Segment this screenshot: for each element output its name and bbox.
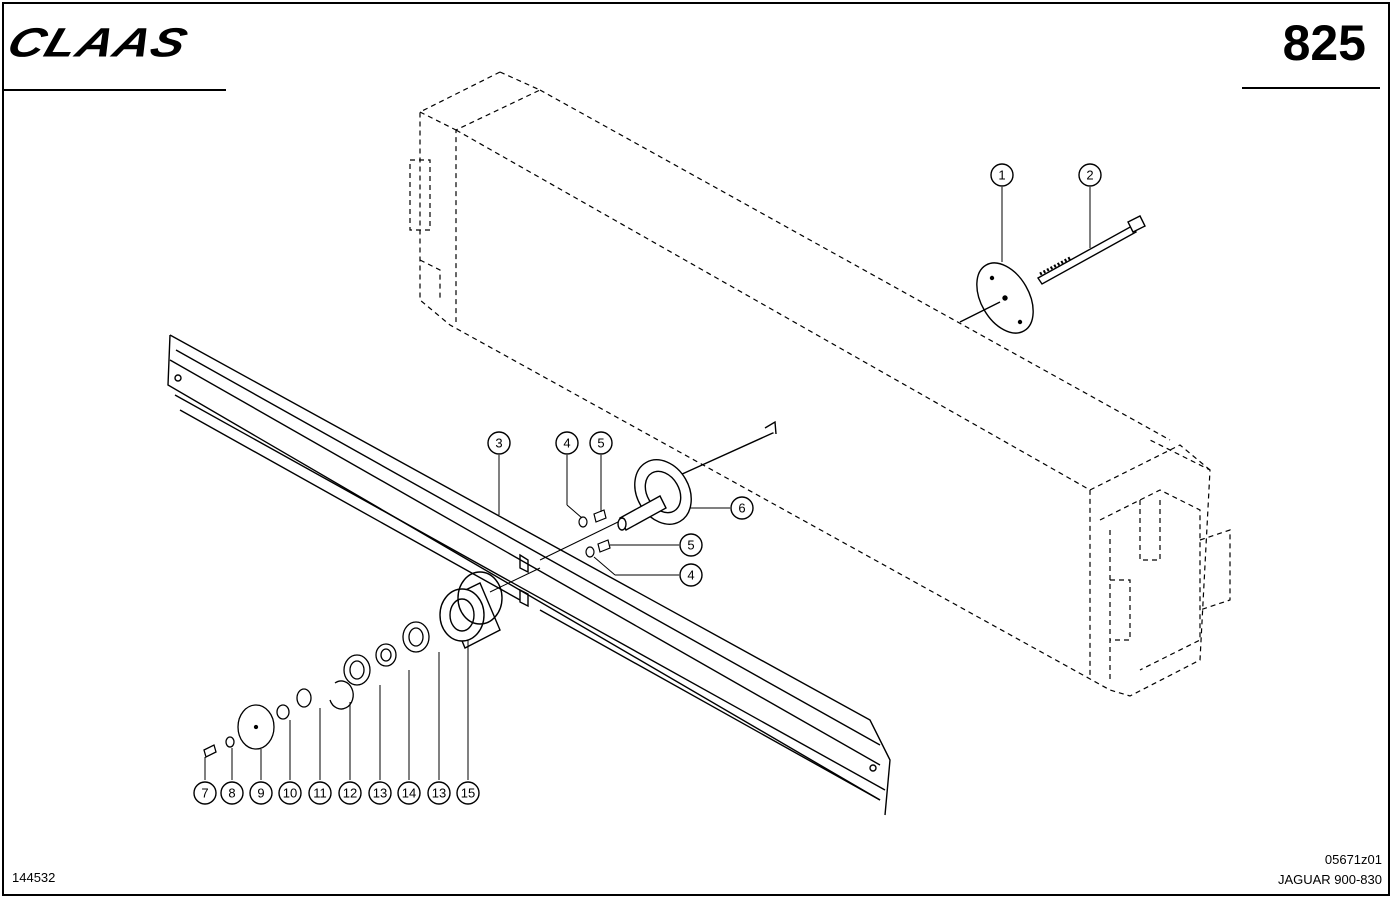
callout-3 xyxy=(487,431,511,455)
callout-label-13b: 13 xyxy=(432,786,446,801)
leader-lines xyxy=(204,187,1091,780)
callout-2 xyxy=(1078,163,1102,187)
roller xyxy=(439,567,541,649)
callout-label-4b: 4 xyxy=(687,568,694,583)
drawing-info: 05671z01 JAGUAR 900-830 xyxy=(1278,850,1382,890)
screws-washers xyxy=(578,509,611,558)
long-bolt xyxy=(1036,215,1146,285)
callout-label-10: 10 xyxy=(283,786,297,801)
callout-label-8: 8 xyxy=(228,786,235,801)
callout-6 xyxy=(730,496,754,520)
cooler-outline xyxy=(409,71,1231,697)
callout-label-15: 15 xyxy=(461,786,475,801)
model-label: JAGUAR 900-830 xyxy=(1277,872,1382,887)
callout-1 xyxy=(990,163,1014,187)
callout-markers xyxy=(193,163,1102,805)
callout-9 xyxy=(249,781,273,805)
callout-label-11: 11 xyxy=(313,786,327,801)
bearing-stack xyxy=(203,621,430,758)
callout-label-6: 6 xyxy=(738,501,745,516)
callout-4a xyxy=(555,431,579,455)
drawing-code: 05671z01 xyxy=(1324,852,1382,867)
callout-label-12: 12 xyxy=(343,786,357,801)
callout-7 xyxy=(193,781,217,805)
illustration-id: 144532 xyxy=(12,870,56,885)
callout-label-7: 7 xyxy=(201,786,208,801)
callout-label-3: 3 xyxy=(495,436,502,451)
callout-11 xyxy=(308,781,332,805)
callout-label-5a: 5 xyxy=(597,436,604,451)
callout-label-1: 1 xyxy=(998,168,1005,183)
callout-label-13a: 13 xyxy=(373,786,387,801)
callout-label-4a: 4 xyxy=(563,436,570,451)
callout-12 xyxy=(338,781,362,805)
callout-label-14: 14 xyxy=(402,786,416,801)
callout-15 xyxy=(456,781,480,805)
callout-4b xyxy=(679,563,703,587)
callout-label-9: 9 xyxy=(257,786,264,801)
callout-13b xyxy=(427,781,451,805)
page-number: 825 xyxy=(1282,15,1366,71)
support-rail xyxy=(167,334,891,816)
cover-disc xyxy=(959,262,1034,334)
callout-13a xyxy=(368,781,392,805)
callout-14 xyxy=(397,781,421,805)
callout-numbers: 1 2 3 4 5 6 5 4 7 8 9 10 11 12 13 14 13 … xyxy=(201,168,1093,801)
callout-label-2: 2 xyxy=(1086,168,1093,183)
callout-8 xyxy=(220,781,244,805)
callout-10 xyxy=(278,781,302,805)
callout-5a xyxy=(589,431,613,455)
flange-shaft xyxy=(539,420,777,561)
callout-5b xyxy=(679,533,703,557)
callout-label-5b: 5 xyxy=(687,538,694,553)
